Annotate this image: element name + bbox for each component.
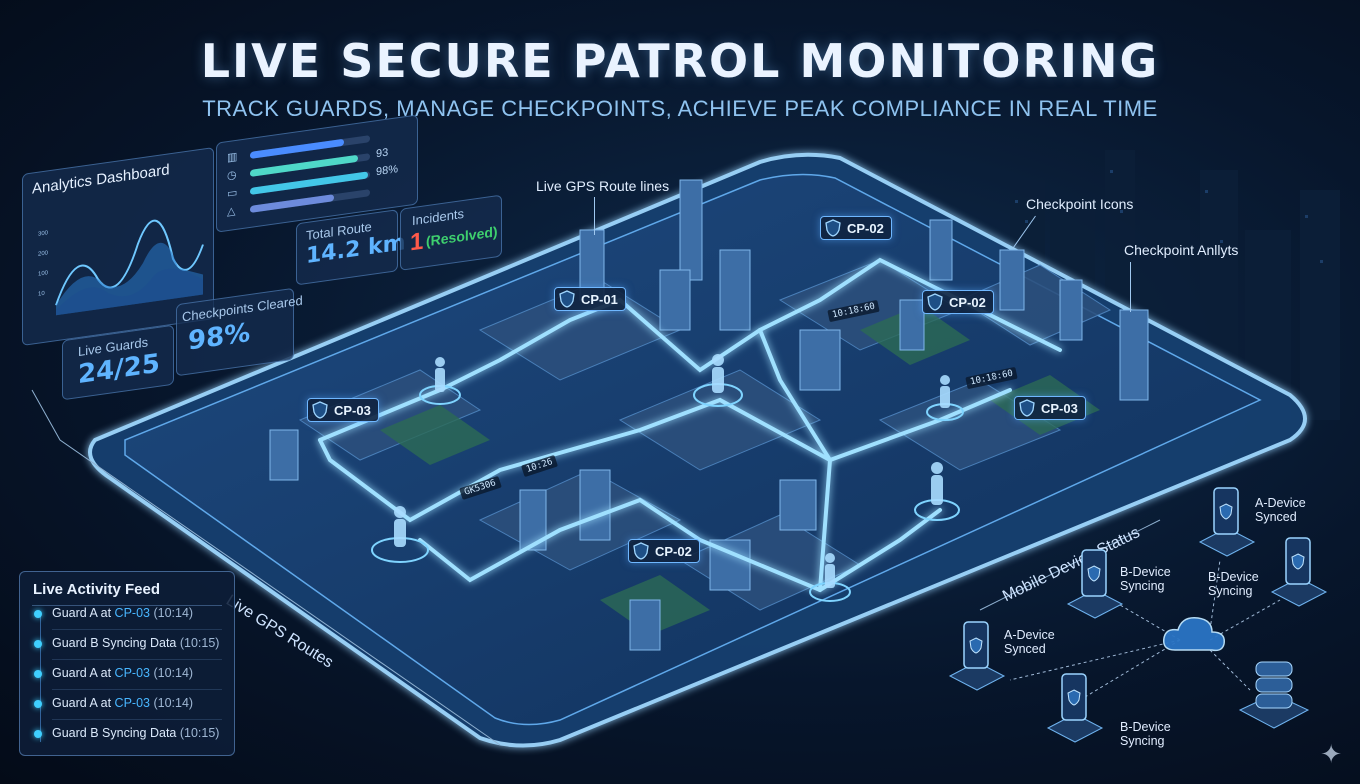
car-icon: ▭ xyxy=(227,186,238,201)
mobile-device[interactable] xyxy=(1044,670,1106,744)
callout-checkpoint-icons: Checkpoint Icons xyxy=(1026,196,1134,212)
shield-icon xyxy=(633,542,649,560)
feed-item[interactable]: Guard B Syncing Data (10:15) xyxy=(34,726,219,740)
warning-icon: △ xyxy=(227,204,236,219)
feed-item[interactable]: Guard A at CP-03 (10:14) xyxy=(34,696,193,710)
feed-item[interactable]: Guard B Syncing Data (10:15) xyxy=(34,636,219,650)
checkpoint-id: CP-03 xyxy=(334,402,371,418)
feed-item[interactable]: Guard A at CP-03 (10:14) xyxy=(34,666,193,680)
ytick: 200 xyxy=(38,250,49,257)
shield-icon xyxy=(312,401,328,419)
ytick: 10 xyxy=(38,291,45,298)
clock-icon: ◷ xyxy=(227,168,237,183)
feed-item-text: Guard A at xyxy=(52,696,115,710)
device-status: Syncing xyxy=(1120,579,1165,593)
feed-item-checkpoint: CP-03 xyxy=(114,696,150,710)
checkpoint-id: CP-03 xyxy=(1041,400,1078,416)
device-name: A-Device xyxy=(1004,628,1055,642)
mobile-device[interactable] xyxy=(1064,546,1126,620)
divider xyxy=(52,719,222,720)
trend-chart: 300 200 100 10 xyxy=(38,219,204,316)
feed-item-checkpoint: CP-03 xyxy=(114,666,150,680)
callout-line xyxy=(594,197,595,235)
device-name: B-Device xyxy=(1120,565,1171,579)
feed-title: Live Activity Feed xyxy=(33,581,160,598)
cloud-sync-icon xyxy=(1162,617,1225,652)
mobile-device[interactable] xyxy=(1268,534,1330,608)
device-status: Syncing xyxy=(1208,584,1253,598)
ytick: 300 xyxy=(38,230,49,237)
bar-chart-icon: ▥ xyxy=(227,150,238,165)
mobile-device[interactable] xyxy=(946,618,1008,692)
feed-item-time: (10:14) xyxy=(153,696,194,710)
live-activity-feed[interactable]: Live Activity Feed Guard A at CP-03 (10:… xyxy=(19,571,235,756)
page-title: LIVE SECURE PATROL MONITORING xyxy=(200,34,1160,88)
checkpoint-id: CP-02 xyxy=(949,294,986,310)
feed-item-time: (10:15) xyxy=(179,636,220,650)
divider xyxy=(32,605,222,606)
callout-checkpoint-analytics: Checkpoint Anllyts xyxy=(1124,242,1239,258)
bar-value: 93 xyxy=(376,146,389,161)
feed-item-time: (10:14) xyxy=(153,606,194,620)
sparkle-icon: ✦ xyxy=(1320,739,1342,769)
feed-item-time: (10:15) xyxy=(179,726,220,740)
status-dot-icon xyxy=(34,669,42,678)
feed-item[interactable]: Guard A at CP-03 (10:14) xyxy=(34,606,193,620)
checkpoint-badge[interactable]: CP-02 xyxy=(628,539,700,563)
checkpoint-id: CP-02 xyxy=(655,543,692,559)
analytics-dashboard[interactable]: Analytics Dashboard 300 200 100 10 ▥ ◷ ▭… xyxy=(22,83,502,401)
incidents-value: 1 xyxy=(410,227,424,257)
device-status: Syncing xyxy=(1120,734,1165,748)
shield-icon xyxy=(825,219,841,237)
device-name: B-Device xyxy=(1120,720,1171,734)
shield-icon xyxy=(1019,399,1035,417)
feed-item-time: (10:14) xyxy=(153,666,194,680)
divider xyxy=(52,629,222,630)
mobile-device[interactable] xyxy=(1196,484,1258,558)
page-subtitle: TRACK GUARDS, MANAGE CHECKPOINTS, ACHIEV… xyxy=(202,96,1158,121)
feed-item-text: Guard B Syncing Data xyxy=(52,726,180,740)
checkpoint-badge[interactable]: CP-03 xyxy=(307,398,379,422)
checkpoint-badge[interactable]: CP-02 xyxy=(922,290,994,314)
feed-item-text: Guard B Syncing Data xyxy=(52,636,180,650)
device-name: A-Device xyxy=(1255,496,1306,510)
callout-gps-route-lines: Live GPS Route lines xyxy=(536,178,670,194)
status-dot-icon xyxy=(34,639,42,648)
checkpoint-badge[interactable]: CP-01 xyxy=(554,287,626,311)
status-dot-icon xyxy=(34,729,42,738)
device-name: B-Device xyxy=(1208,570,1259,584)
shield-icon xyxy=(927,293,943,311)
feed-item-text: Guard A at xyxy=(52,666,115,680)
feed-item-checkpoint: CP-03 xyxy=(114,606,150,620)
status-dot-icon xyxy=(34,699,42,708)
device-status: Synced xyxy=(1004,642,1046,656)
divider xyxy=(52,689,222,690)
checkpoint-id: CP-02 xyxy=(847,220,884,236)
server-icon xyxy=(1238,661,1310,729)
device-status: Synced xyxy=(1255,510,1297,524)
checkpoint-badge[interactable]: CP-02 xyxy=(820,216,892,240)
callout-line xyxy=(1130,262,1131,312)
ytick: 100 xyxy=(38,270,49,277)
status-dot-icon xyxy=(34,609,42,618)
checkpoint-id: CP-01 xyxy=(581,291,618,307)
divider xyxy=(52,659,222,660)
feed-item-text: Guard A at xyxy=(52,606,115,620)
shield-icon xyxy=(559,290,575,308)
checkpoint-badge[interactable]: CP-03 xyxy=(1014,396,1086,420)
